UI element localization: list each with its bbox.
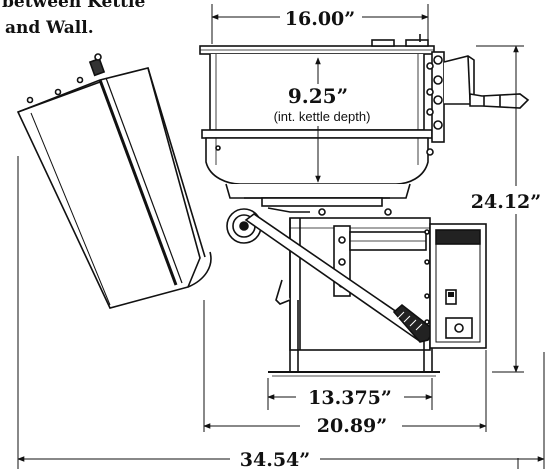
clearance-note-line2: and Wall. (5, 18, 94, 38)
dimension-tilted-width (17, 156, 545, 469)
kettle-rim (201, 129, 433, 139)
kettle-bowl (205, 137, 429, 185)
tilted-width-label: 34.54” (240, 449, 310, 469)
clearance-note-line1: between Kettle (2, 0, 145, 12)
dimension-unit-width (203, 300, 487, 432)
tilt-lever (244, 213, 436, 343)
dimension-kettle-width (211, 4, 429, 44)
tilted-kettle (16, 53, 212, 309)
base-width-label: 13.375” (308, 387, 392, 409)
kettle-depth-caption: (int. kettle depth) (274, 109, 371, 124)
overall-height-label: 24.12” (471, 191, 541, 213)
dimension-base-width (267, 378, 433, 410)
unit-width-label: 20.89” (317, 415, 387, 437)
kettle-depth-label: 9.25” (288, 84, 348, 108)
kettle-width-label: 16.00” (285, 8, 355, 30)
crank-handle (431, 51, 530, 143)
dimension-overall-height (476, 45, 524, 373)
control-box (424, 223, 487, 349)
upright-kettle (199, 34, 530, 377)
